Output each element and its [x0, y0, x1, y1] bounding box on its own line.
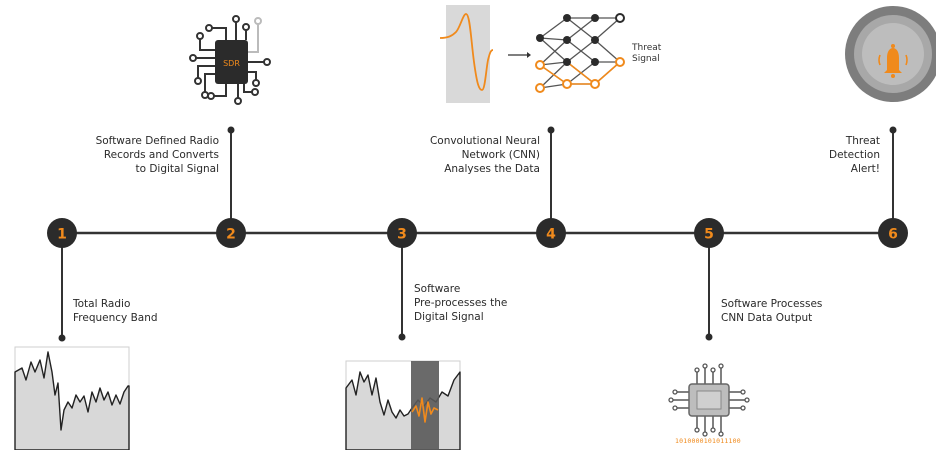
step-node-5: 5 — [694, 218, 724, 248]
step-node-4: 4 — [536, 218, 566, 248]
svg-text:3: 3 — [397, 227, 407, 243]
sdr-chip-icon — [196, 22, 264, 98]
processor-chip-icon — [668, 363, 750, 437]
step-node-3: 3 — [387, 218, 417, 248]
step-node-2: 2 — [216, 218, 246, 248]
neural-network-icon: Threat Signal — [439, 5, 662, 103]
svg-text:4: 4 — [546, 227, 556, 243]
svg-text:Signal: Signal — [632, 54, 660, 64]
svg-text:5: 5 — [704, 227, 714, 243]
filtered-signal-icon — [345, 360, 461, 450]
step-node-6: 6 — [878, 218, 908, 248]
step-node-1: 1 — [47, 218, 77, 248]
svg-text:Threat: Threat — [631, 43, 662, 53]
svg-text:1: 1 — [57, 227, 67, 243]
svg-text:2: 2 — [226, 227, 236, 243]
alert-bell-icon — [845, 6, 936, 102]
svg-text:6: 6 — [888, 227, 898, 243]
binary-output-text: 1010000101011100 — [675, 437, 741, 445]
spectrum-graph-icon — [14, 346, 130, 450]
svg-text:SDR: SDR — [223, 59, 240, 68]
